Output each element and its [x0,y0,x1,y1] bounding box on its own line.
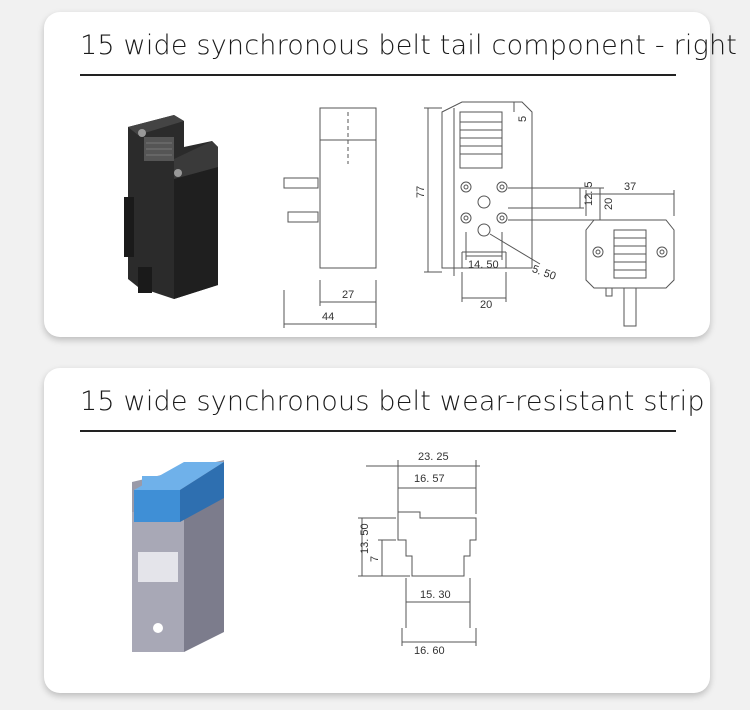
side-view-drawing: 27 44 [283,107,377,328]
dim-27: 27 [342,289,354,301]
wear-strip-render [132,460,224,652]
card-title: 15 wide synchronous belt wear-resistant … [80,386,705,417]
wear-strip-section-drawing: 23. 25 16. 57 13. 50 7 15. 30 16. 60 [358,451,480,657]
dim-7: 7 [369,556,381,562]
dim-44: 44 [322,311,334,323]
dim-5-50: 5. 50 [530,263,557,283]
dim-37: 37 [624,181,636,193]
title-underline [80,430,676,432]
dim-16-60: 16. 60 [414,645,445,657]
title-underline [80,74,676,76]
dim-16-57: 16. 57 [414,473,445,485]
dim-13-50: 13. 50 [359,523,371,554]
dim-77: 77 [415,186,427,198]
front-view-drawing: 5 77 12. 5 20 14. 50 5. 50 20 [415,101,615,311]
dim-15-30: 15. 30 [420,589,451,601]
top-view-drawing: 37 [585,181,675,327]
tail-component-photo [124,115,218,299]
dim-23-25: 23. 25 [418,451,449,463]
dim-14-50: 14. 50 [468,259,499,271]
dim-20-horizontal: 20 [480,299,492,311]
dim-5: 5 [517,116,529,122]
dim-20-vertical: 20 [603,198,615,210]
card-title: 15 wide synchronous belt tail component … [80,30,738,61]
tail-component-card: 15 wide synchronous belt tail component … [44,12,737,337]
wear-strip-card: 15 wide synchronous belt wear-resistant … [44,368,710,693]
